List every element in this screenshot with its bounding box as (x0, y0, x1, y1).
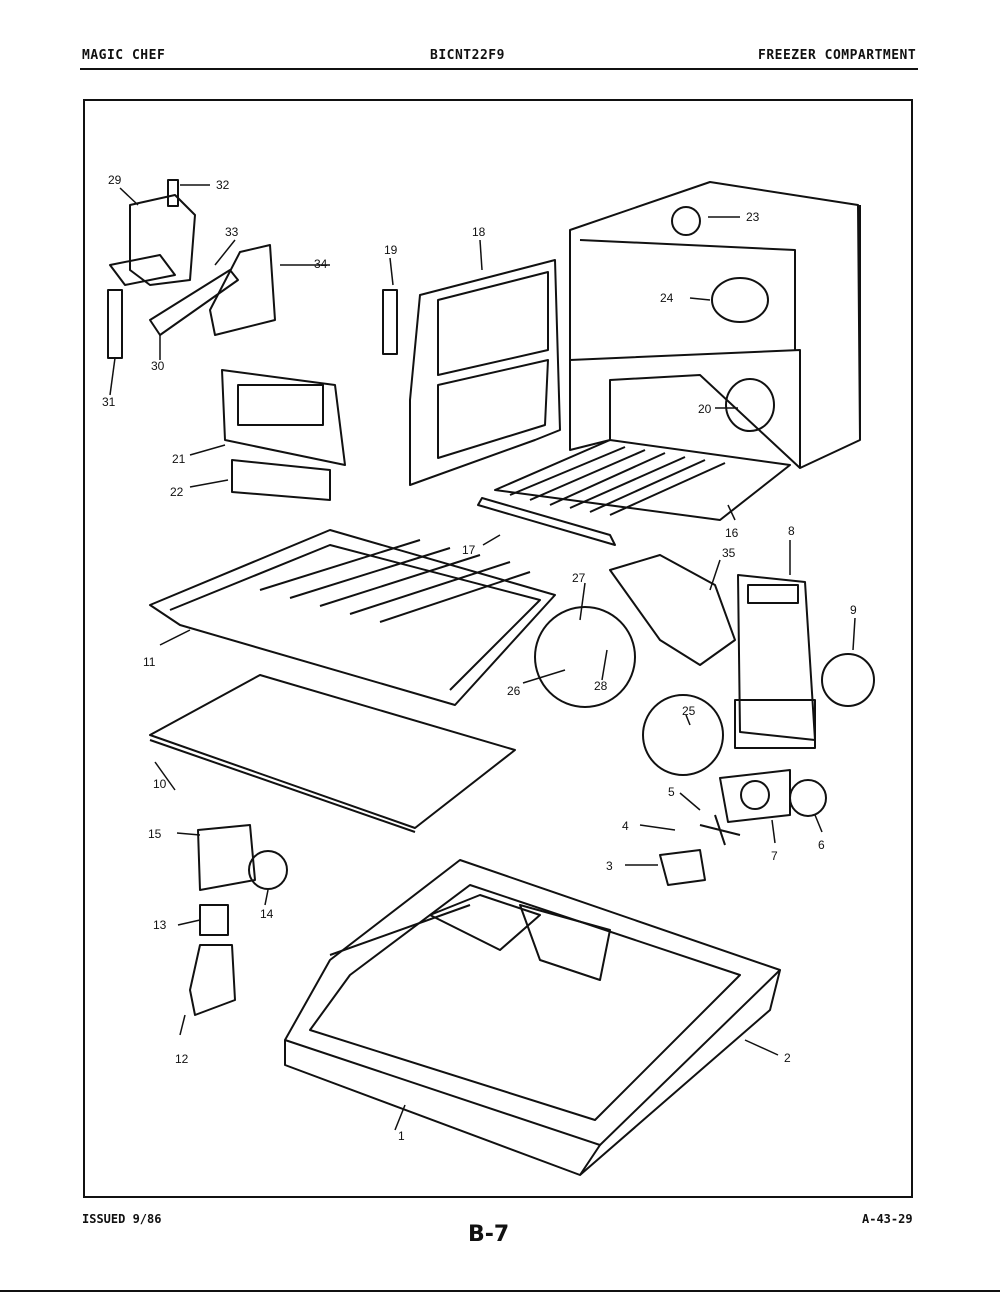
callout-2: 2 (784, 1051, 791, 1065)
fan-motor-assembly (659, 769, 791, 886)
callout-9: 9 (850, 603, 857, 617)
evaporator-cover (734, 574, 816, 749)
callout-31: 31 (102, 395, 116, 409)
header-rule (80, 68, 918, 70)
freezer-floor-tray (284, 859, 781, 1176)
air-duct (609, 554, 736, 666)
callout-33: 33 (225, 225, 239, 239)
inset-detail-9 (821, 653, 875, 707)
callout-15: 15 (148, 827, 162, 841)
callout-10: 10 (153, 777, 167, 791)
callout-13: 13 (153, 918, 167, 932)
callout-26: 26 (507, 684, 521, 698)
callout-23: 23 (746, 210, 760, 224)
section-title: FREEZER COMPARTMENT (758, 48, 917, 63)
callout-19: 19 (384, 243, 398, 257)
control-panel-cover (221, 369, 346, 501)
freezer-cabinet (569, 181, 861, 469)
callout-18: 18 (472, 225, 486, 239)
callout-22: 22 (170, 485, 184, 499)
hinge-bracket (382, 289, 398, 355)
callout-14: 14 (260, 907, 274, 921)
callout-34: 34 (314, 257, 328, 271)
diagram-frame (83, 99, 913, 1198)
callout-24: 24 (660, 291, 674, 305)
callout-29: 29 (108, 173, 122, 187)
wire-shelf (477, 439, 791, 546)
callout-32: 32 (216, 178, 230, 192)
callout-4: 4 (622, 819, 629, 833)
callout-17: 17 (462, 543, 476, 557)
callout-25: 25 (682, 704, 696, 718)
inset-detail-14 (248, 850, 288, 890)
ice-bracket-assembly (107, 179, 276, 359)
callout-5: 5 (668, 785, 675, 799)
callout-7: 7 (771, 849, 778, 863)
inset-detail-25 (642, 694, 724, 776)
callout-3: 3 (606, 859, 613, 873)
document-code: A-43-29 (862, 1212, 913, 1226)
callout-6: 6 (818, 838, 825, 852)
freezer-door-panel (409, 259, 561, 486)
callout-8: 8 (788, 524, 795, 538)
callout-27: 27 (572, 571, 586, 585)
freezer-shelf-liner (149, 529, 556, 706)
callout-28: 28 (594, 679, 608, 693)
callout-21: 21 (172, 452, 186, 466)
model-label: BICNT22F9 (430, 48, 505, 63)
callout-20: 20 (698, 402, 712, 416)
inset-detail-26-28 (534, 606, 636, 708)
footer-rule (0, 1290, 1000, 1292)
callout-16: 16 (725, 526, 739, 540)
issued-date: ISSUED 9/86 (82, 1212, 162, 1226)
callout-11: 11 (143, 655, 156, 669)
callout-1: 1 (398, 1129, 405, 1143)
page-number: B-7 (468, 1222, 510, 1247)
callout-12: 12 (175, 1052, 189, 1066)
callout-30: 30 (151, 359, 165, 373)
shelf-glass (149, 674, 516, 833)
brand-label: MAGIC CHEF (82, 48, 166, 63)
callout-35: 35 (722, 546, 736, 560)
inset-detail-6 (789, 779, 827, 817)
